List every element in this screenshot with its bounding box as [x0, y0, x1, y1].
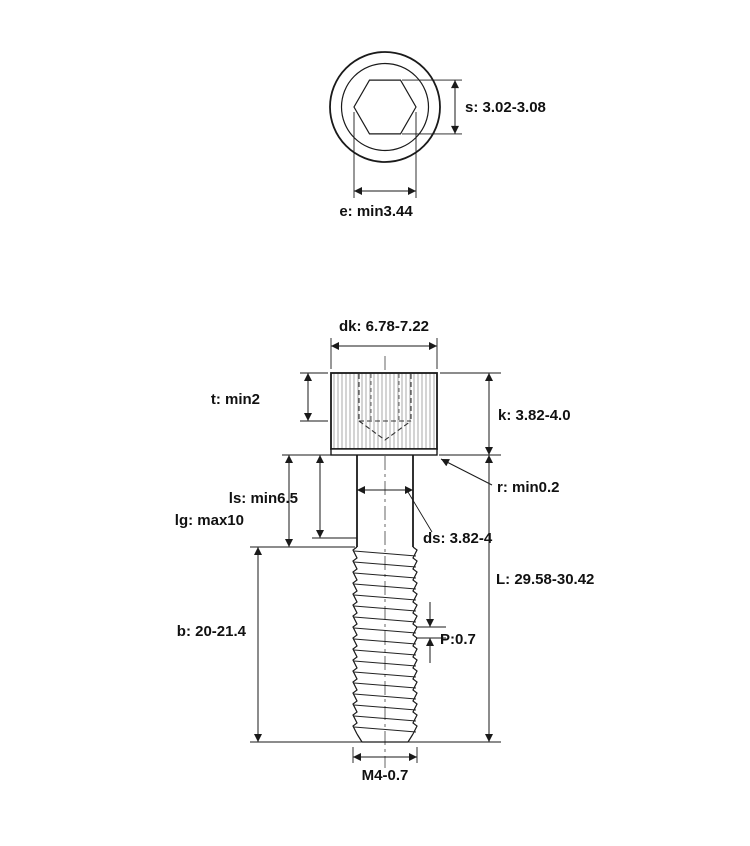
socket-drill-point [358, 420, 412, 441]
dimension-e: e: min3.44 [339, 112, 417, 220]
dimension-P: P:0.7 [416, 602, 476, 663]
top-view: s: 3.02-3.08 e: min3.44 [329, 51, 546, 220]
dimension-k: k: 3.82-4.0 [439, 372, 571, 456]
ds-leader-line [407, 491, 433, 533]
L-label: L: 29.58-30.42 [496, 571, 594, 588]
thread-right-zigzag [412, 546, 418, 735]
dimension-thread: M4-0.7 [352, 747, 418, 784]
b-label: b: 20-21.4 [177, 623, 247, 640]
head-washer-face [330, 448, 438, 456]
thread-flank-lines [353, 550, 417, 733]
ds-label: ds: 3.82-4 [423, 530, 493, 547]
dimension-L: L: 29.58-30.42 [485, 455, 594, 742]
hex-socket-outline [353, 79, 417, 135]
s-label: s: 3.02-3.08 [465, 99, 546, 116]
lg-label: lg: max10 [175, 512, 244, 529]
dimension-ls: ls: min6.5 [229, 455, 357, 539]
dimension-ds: ds: 3.82-4 [357, 486, 493, 547]
dimension-b: b: 20-21.4 [177, 547, 262, 742]
dimension-lg: lg: max10 [175, 455, 293, 547]
P-label: P:0.7 [440, 631, 476, 648]
dimension-t: t: min2 [211, 372, 328, 422]
e-label: e: min3.44 [339, 203, 413, 220]
hidden-socket [358, 374, 412, 441]
dimension-r: r: min0.2 [440, 458, 560, 496]
thread-left-zigzag [352, 546, 358, 735]
dimension-dk: dk: 6.78-7.22 [330, 318, 438, 369]
side-view: dk: 6.78-7.22 t: min2 k: 3.82-4.0 r: min… [175, 318, 595, 784]
r-label: r: min0.2 [497, 479, 560, 496]
k-label: k: 3.82-4.0 [498, 407, 571, 424]
head-outer-circle [329, 51, 441, 163]
ls-label: ls: min6.5 [229, 490, 298, 507]
tip-chamfer [356, 733, 414, 743]
r-leader-line [440, 458, 493, 486]
bolt-head [330, 372, 438, 450]
dimension-s: s: 3.02-3.08 [402, 79, 546, 135]
dk-label: dk: 6.78-7.22 [339, 318, 429, 335]
t-label: t: min2 [211, 391, 260, 408]
head-chamfer-circle [340, 62, 430, 152]
thread-label: M4-0.7 [362, 767, 409, 784]
